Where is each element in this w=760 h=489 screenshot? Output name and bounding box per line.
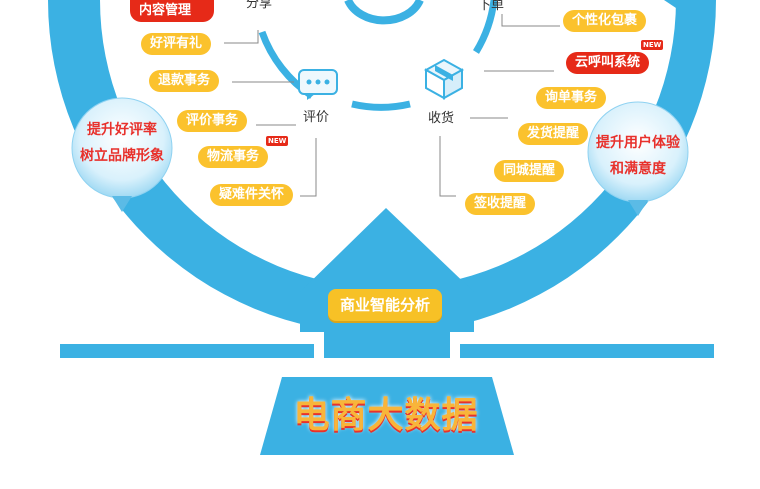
page-title: 电商大数据: [293, 395, 479, 436]
tag-shipping-reminder: 发货提醒: [518, 123, 589, 145]
outer-ring: [48, 0, 716, 334]
right-bubble-shape: [587, 101, 689, 216]
title-base: [260, 377, 514, 455]
chat-bubble-icon: [298, 69, 338, 100]
receive-hub-label: 收货: [428, 111, 455, 126]
left-bubble-line2: 树立品牌形象: [80, 148, 164, 164]
stand-center-block: [324, 330, 450, 358]
left-bubble-line1: 提升好评率: [87, 122, 157, 138]
tag-content-management: 内容管理: [130, 0, 214, 22]
inner-arc-bottom: [351, 100, 411, 111]
order-label: 下单: [478, 0, 505, 13]
business-intelligence-button: 商业智能分析: [328, 289, 442, 321]
tag-cloud-call-system: 云呼叫系统: [566, 52, 650, 74]
right-bubble-line1: 提升用户体验: [596, 135, 680, 151]
top-right-tip: [664, 0, 694, 10]
tag-personalized-package: 个性化包裹: [563, 10, 647, 32]
inner-arc-right: [472, 0, 498, 54]
share-label: 分享: [246, 0, 273, 11]
left-bubble-text: 提升好评率 树立品牌形象: [67, 117, 177, 169]
stand-right-bar: [460, 344, 714, 358]
review-hub-label: 评价: [303, 110, 330, 125]
top-left-tip: [70, 0, 100, 14]
tag-logistics-affairs: 物流事务: [198, 146, 269, 168]
stand-left-bar: [60, 344, 314, 358]
package-box-icon: [423, 58, 465, 100]
right-bubble-text: 提升用户体验 和满意度: [583, 130, 693, 182]
new-badge-cloud-call: NEW: [641, 40, 664, 50]
right-bubble-line2: 和满意度: [610, 161, 666, 177]
tag-refund-affairs: 退款事务: [149, 70, 220, 92]
tag-inquiry-affairs: 询单事务: [536, 87, 607, 109]
tag-good-review-gift: 好评有礼: [141, 33, 212, 55]
tag-review-affairs: 评价事务: [177, 110, 248, 132]
connector-lines: [224, 14, 560, 197]
left-bubble-shape: [71, 97, 173, 212]
top-inner-arc: [344, 0, 424, 25]
tag-difficult-parcel-care: 疑难件关怀: [210, 184, 294, 206]
new-badge-logistics: NEW: [266, 136, 289, 146]
tag-same-city-reminder: 同城提醒: [494, 160, 565, 182]
tag-delivery-reminder: 签收提醒: [465, 193, 536, 215]
